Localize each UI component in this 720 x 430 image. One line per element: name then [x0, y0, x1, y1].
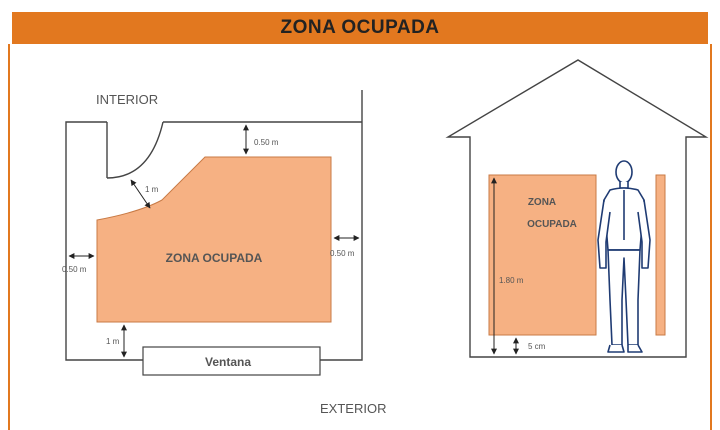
- page-title: ZONA OCUPADA: [280, 17, 440, 38]
- person-feet: [607, 344, 643, 353]
- person-head: [615, 160, 633, 184]
- room-walls: [65, 90, 363, 361]
- dim-door-arrow: [130, 179, 151, 209]
- occupied-zone-section: [488, 174, 597, 336]
- dim-window-label: 1 m: [106, 337, 120, 346]
- window: [142, 346, 321, 376]
- person-neck: [619, 182, 629, 189]
- dim-floor-label: 5 cm: [528, 342, 546, 351]
- person-right-arm: [637, 199, 651, 269]
- occupied-zone-label: ZONA OCUPADA: [166, 251, 263, 265]
- floor-plan: ZONA OCUPADA Ventana INTERIOR EXTERIOR 0…: [62, 90, 386, 416]
- section-zone-label-2: OCUPADA: [527, 219, 577, 230]
- dim-top-label: 0.50 m: [254, 138, 279, 147]
- content-frame: [8, 44, 712, 430]
- person-figure: [597, 160, 651, 353]
- dim-left-label: 0.50 m: [62, 265, 87, 274]
- door-arc: [106, 121, 164, 179]
- dim-door-label: 1 m: [145, 185, 159, 194]
- person-left-arm: [597, 199, 611, 269]
- title-bar: ZONA OCUPADA: [12, 12, 708, 44]
- section-zone-label-1: ZONA: [528, 197, 556, 208]
- section-view: ZONA OCUPADA 1.80 m 5 cm: [445, 59, 709, 358]
- occupied-zone-area: [96, 156, 332, 323]
- right-zone-strip: [655, 174, 666, 336]
- window-label: Ventana: [205, 355, 251, 369]
- person-legs: [607, 249, 641, 346]
- exterior-label: EXTERIOR: [320, 401, 386, 416]
- dim-right-label: 0.50 m: [330, 249, 355, 258]
- interior-label: INTERIOR: [96, 92, 158, 107]
- dim-height-label: 1.80 m: [499, 276, 524, 285]
